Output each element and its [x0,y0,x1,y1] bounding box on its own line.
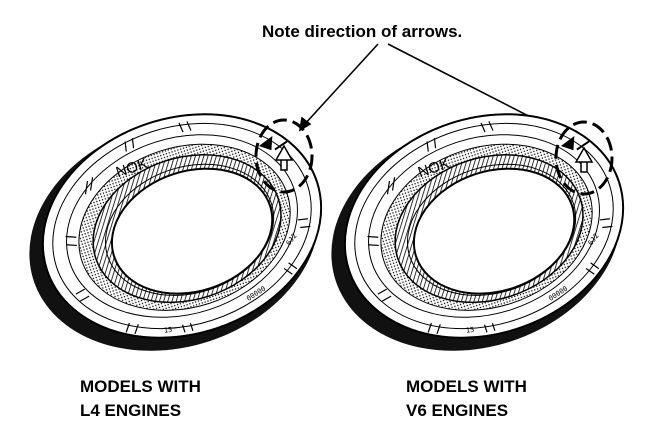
arrow-highlight-v6 [554,120,614,196]
caption-l4-line2: L4 ENGINES [80,401,181,420]
note-text: Note direction of arrows. [262,22,462,41]
arrow-icon [274,144,294,171]
caption-v6-line1: MODELS WITH [406,377,527,396]
arrow-highlight-l4 [254,118,314,194]
seal-v6: NOK [299,78,657,389]
arrow-icon [574,146,594,173]
seal-l4: NOK [0,78,355,389]
caption-l4-line1: MODELS WITH [80,377,201,396]
caption-v6-line2: V6 ENGINES [406,401,508,420]
